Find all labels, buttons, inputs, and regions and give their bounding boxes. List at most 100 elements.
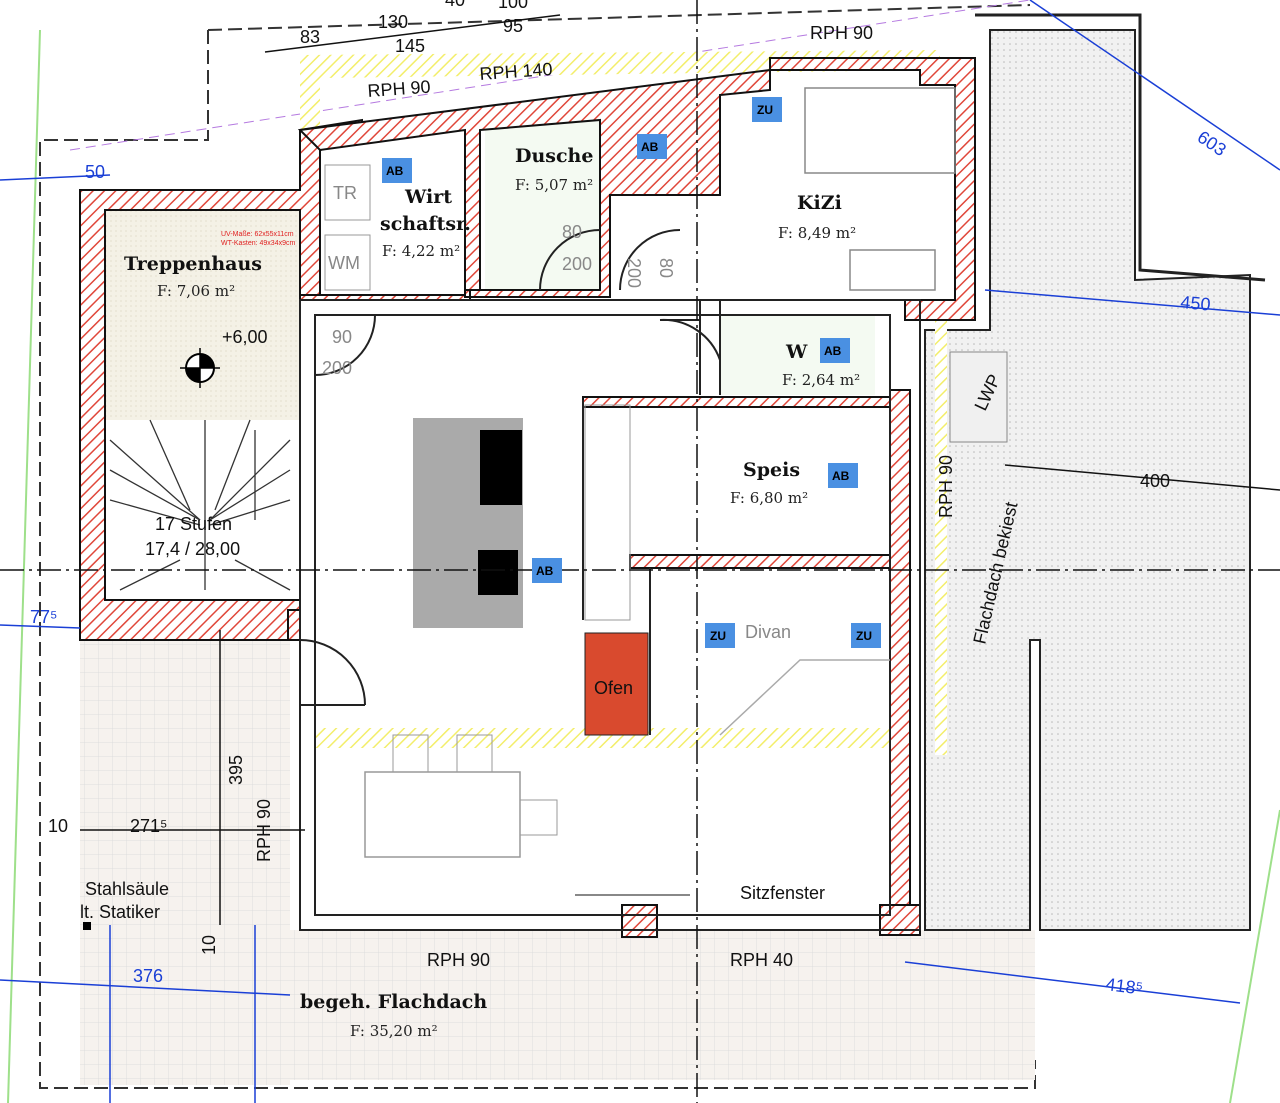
room-name-wc: W <box>785 341 808 363</box>
svg-text:AB: AB <box>641 140 659 154</box>
door-dim: 90 <box>332 327 352 347</box>
room-name-wirtschaftsraum-1: Wirt <box>404 186 452 208</box>
dim-376: 376 <box>133 966 163 986</box>
tag-ab: AB <box>820 338 850 363</box>
chair <box>392 734 429 773</box>
outline-dashed <box>39 4 1036 1089</box>
level-label: +6,00 <box>222 327 268 347</box>
desk <box>849 249 936 291</box>
tag-zu: ZU <box>705 623 735 648</box>
room-area-treppenhaus: F: 7,06 m² <box>157 282 235 300</box>
tag-ab: AB <box>637 134 667 159</box>
rph-label: RPH 90 <box>427 950 490 970</box>
room-name-treppenhaus: Treppenhaus <box>124 253 262 275</box>
room-area-wirtschaftsraum: F: 4,22 m² <box>382 242 460 260</box>
dim-top: 83 <box>300 27 320 47</box>
dim-top: 95 <box>503 16 523 36</box>
cooktop <box>480 430 522 505</box>
room-name-wirtschaftsraum-2: schaftsr. <box>380 213 471 235</box>
bed <box>804 87 956 174</box>
chair <box>519 799 558 836</box>
dryer-label: TR <box>333 183 357 203</box>
door-dim: 80 <box>656 258 676 278</box>
dimension-line <box>1004 464 1280 491</box>
stairwell-floor <box>105 210 300 420</box>
room-area-wc: F: 2,64 m² <box>782 371 860 389</box>
dryer <box>324 164 371 221</box>
steel-column <box>83 922 91 930</box>
stairs-count: 17 Stufen <box>155 514 232 534</box>
note-uv: UV-Maße: 62x55x11cm <box>221 231 294 238</box>
dim-50: 50 <box>85 162 105 182</box>
door-dim: 200 <box>322 358 352 378</box>
rph-label: RPH 40 <box>730 950 793 970</box>
tag-ab: AB <box>532 558 562 583</box>
rph-label: RPH 90 <box>810 23 873 43</box>
room-name-flachdach: begeh. Flachdach <box>300 991 487 1013</box>
washing-machine-label: WM <box>328 253 360 273</box>
kitchen-counter <box>584 404 631 621</box>
parapet <box>975 13 1266 282</box>
room-area-kizi: F: 8,49 m² <box>778 224 856 242</box>
sink <box>478 550 518 595</box>
property-line <box>1229 809 1280 1103</box>
dining-table <box>364 771 521 858</box>
tag-zu: ZU <box>752 97 782 122</box>
rph-label: RPH 90 <box>367 77 431 101</box>
dim-10-vertical: 10 <box>199 935 219 955</box>
chair <box>456 734 493 773</box>
divan-label: Divan <box>745 622 791 642</box>
dim-top: 130 <box>378 12 408 32</box>
note-wt: WT-Kasten: 49x34x9cm <box>221 240 295 247</box>
svg-text:ZU: ZU <box>710 629 726 643</box>
walls <box>79 57 976 938</box>
room-name-dusche: Dusche <box>515 145 593 167</box>
room-name-kizi: KiZi <box>797 192 842 214</box>
dim-450: 450 <box>1180 292 1212 315</box>
divan <box>719 659 890 736</box>
stove <box>584 632 649 736</box>
dimension-line <box>264 14 561 53</box>
dim-top: 100 <box>498 0 528 12</box>
door-dim: 200 <box>624 258 644 288</box>
gravel-roof <box>924 29 1251 931</box>
dim-395: 395 <box>226 755 246 785</box>
stairs-dim: 17,4 / 28,00 <box>145 539 240 559</box>
room-area-speis: F: 6,80 m² <box>730 489 808 507</box>
dim-271: 271⁵ <box>130 816 168 836</box>
room-area-flachdach: F: 35,20 m² <box>350 1022 438 1040</box>
svg-text:AB: AB <box>536 564 554 578</box>
rph-label: RPH 90 <box>936 455 956 518</box>
dim-400: 400 <box>1140 471 1170 491</box>
room-area-dusche: F: 5,07 m² <box>515 176 593 194</box>
tag-ab: AB <box>828 463 858 488</box>
stahlsaeule-label-1: Stahlsäule <box>85 879 169 899</box>
rph-label: RPH 140 <box>479 59 553 84</box>
heat-pump <box>949 351 1008 443</box>
washing-machine <box>324 234 371 291</box>
svg-text:AB: AB <box>386 164 404 178</box>
inner-walls <box>299 229 921 931</box>
parapet-yellow <box>935 320 947 755</box>
staircase <box>109 419 291 591</box>
stove-label: Ofen <box>594 678 633 698</box>
terrace-tiles <box>280 930 1035 1080</box>
tag-zu: ZU <box>851 623 881 648</box>
dim-top: 145 <box>395 36 425 56</box>
room-name-speis: Speis <box>743 459 800 481</box>
dim-top: 40 <box>445 0 465 10</box>
dim-418: 418⁵ <box>1105 974 1145 998</box>
svg-text:AB: AB <box>832 469 850 483</box>
dim-10: 10 <box>48 816 68 836</box>
door-dim: 80 <box>562 222 582 242</box>
dim-77: 77⁵ <box>30 607 57 627</box>
svg-text:AB: AB <box>824 344 842 358</box>
svg-text:ZU: ZU <box>856 629 872 643</box>
stahlsaeule-label-2: lt. Statiker <box>80 902 160 922</box>
property-line <box>7 29 41 1103</box>
sitzfenster-label: Sitzfenster <box>740 883 825 903</box>
parapet-yellow <box>315 728 890 748</box>
door-dim: 200 <box>562 254 592 274</box>
